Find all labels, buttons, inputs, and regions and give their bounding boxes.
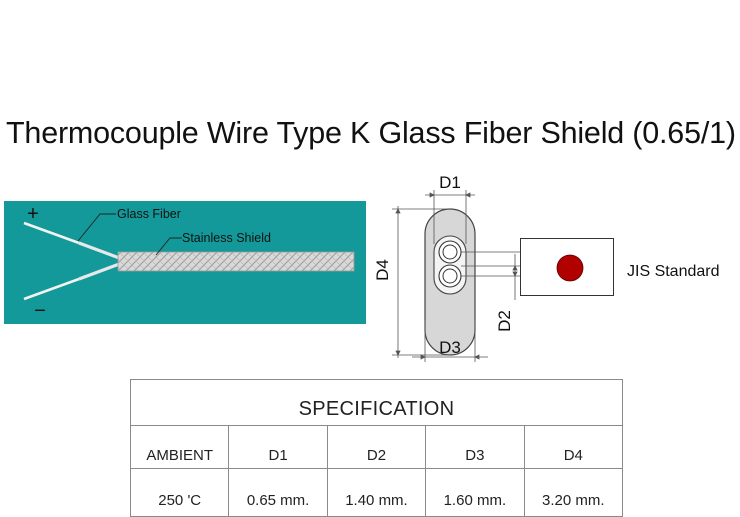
specification-table: SPECIFICATION AMBIENT D1 D2 D3 D4 250 'C… <box>129 379 624 517</box>
table-cell: 0.65 mm. <box>228 468 328 517</box>
jis-color-dot <box>556 254 584 282</box>
glass-fiber-callout-line <box>77 213 116 242</box>
lead-wire-positive <box>23 221 123 261</box>
table-cell: 1.60 mm. <box>425 468 525 517</box>
page-title: Thermocouple Wire Type K Glass Fiber Shi… <box>6 116 736 150</box>
stainless-shield-braid <box>117 251 355 272</box>
column-header: D3 <box>425 425 525 469</box>
d4-dimension <box>392 206 450 358</box>
table-cell: 1.40 mm. <box>326 468 427 517</box>
d1-dimension <box>425 190 475 244</box>
d2-dimension <box>461 251 520 300</box>
column-header: D4 <box>523 425 624 469</box>
stainless-shield-label: Stainless Shield <box>182 231 271 245</box>
table-cell: 250 'C <box>129 468 230 517</box>
wire-diagram: + − Glass Fiber Stainless Shield <box>4 201 366 324</box>
specification-heading: SPECIFICATION <box>130 379 623 426</box>
glass-fiber-label: Glass Fiber <box>117 207 181 221</box>
table-row: 250 'C 0.65 mm. 1.40 mm. 1.60 mm. 3.20 m… <box>129 468 624 517</box>
jis-standard-label: JIS Standard <box>627 263 720 280</box>
d3-label: D3 <box>439 338 461 357</box>
d2-label: D2 <box>495 310 514 332</box>
column-header: D2 <box>326 425 427 469</box>
jis-standard-box <box>520 238 614 296</box>
table-cell: 3.20 mm. <box>523 468 624 517</box>
minus-sign: − <box>34 300 46 322</box>
column-header: D1 <box>228 425 328 469</box>
cross-section-diagram: D1 D3 D4 D2 <box>373 173 520 362</box>
lead-wire-negative <box>23 261 123 301</box>
d4-label: D4 <box>373 259 392 281</box>
column-header: AMBIENT <box>129 425 230 469</box>
stainless-shield-callout-line <box>155 237 182 256</box>
table-header-row: AMBIENT D1 D2 D3 D4 <box>129 425 624 469</box>
d1-label: D1 <box>439 173 461 192</box>
plus-sign: + <box>27 203 39 225</box>
